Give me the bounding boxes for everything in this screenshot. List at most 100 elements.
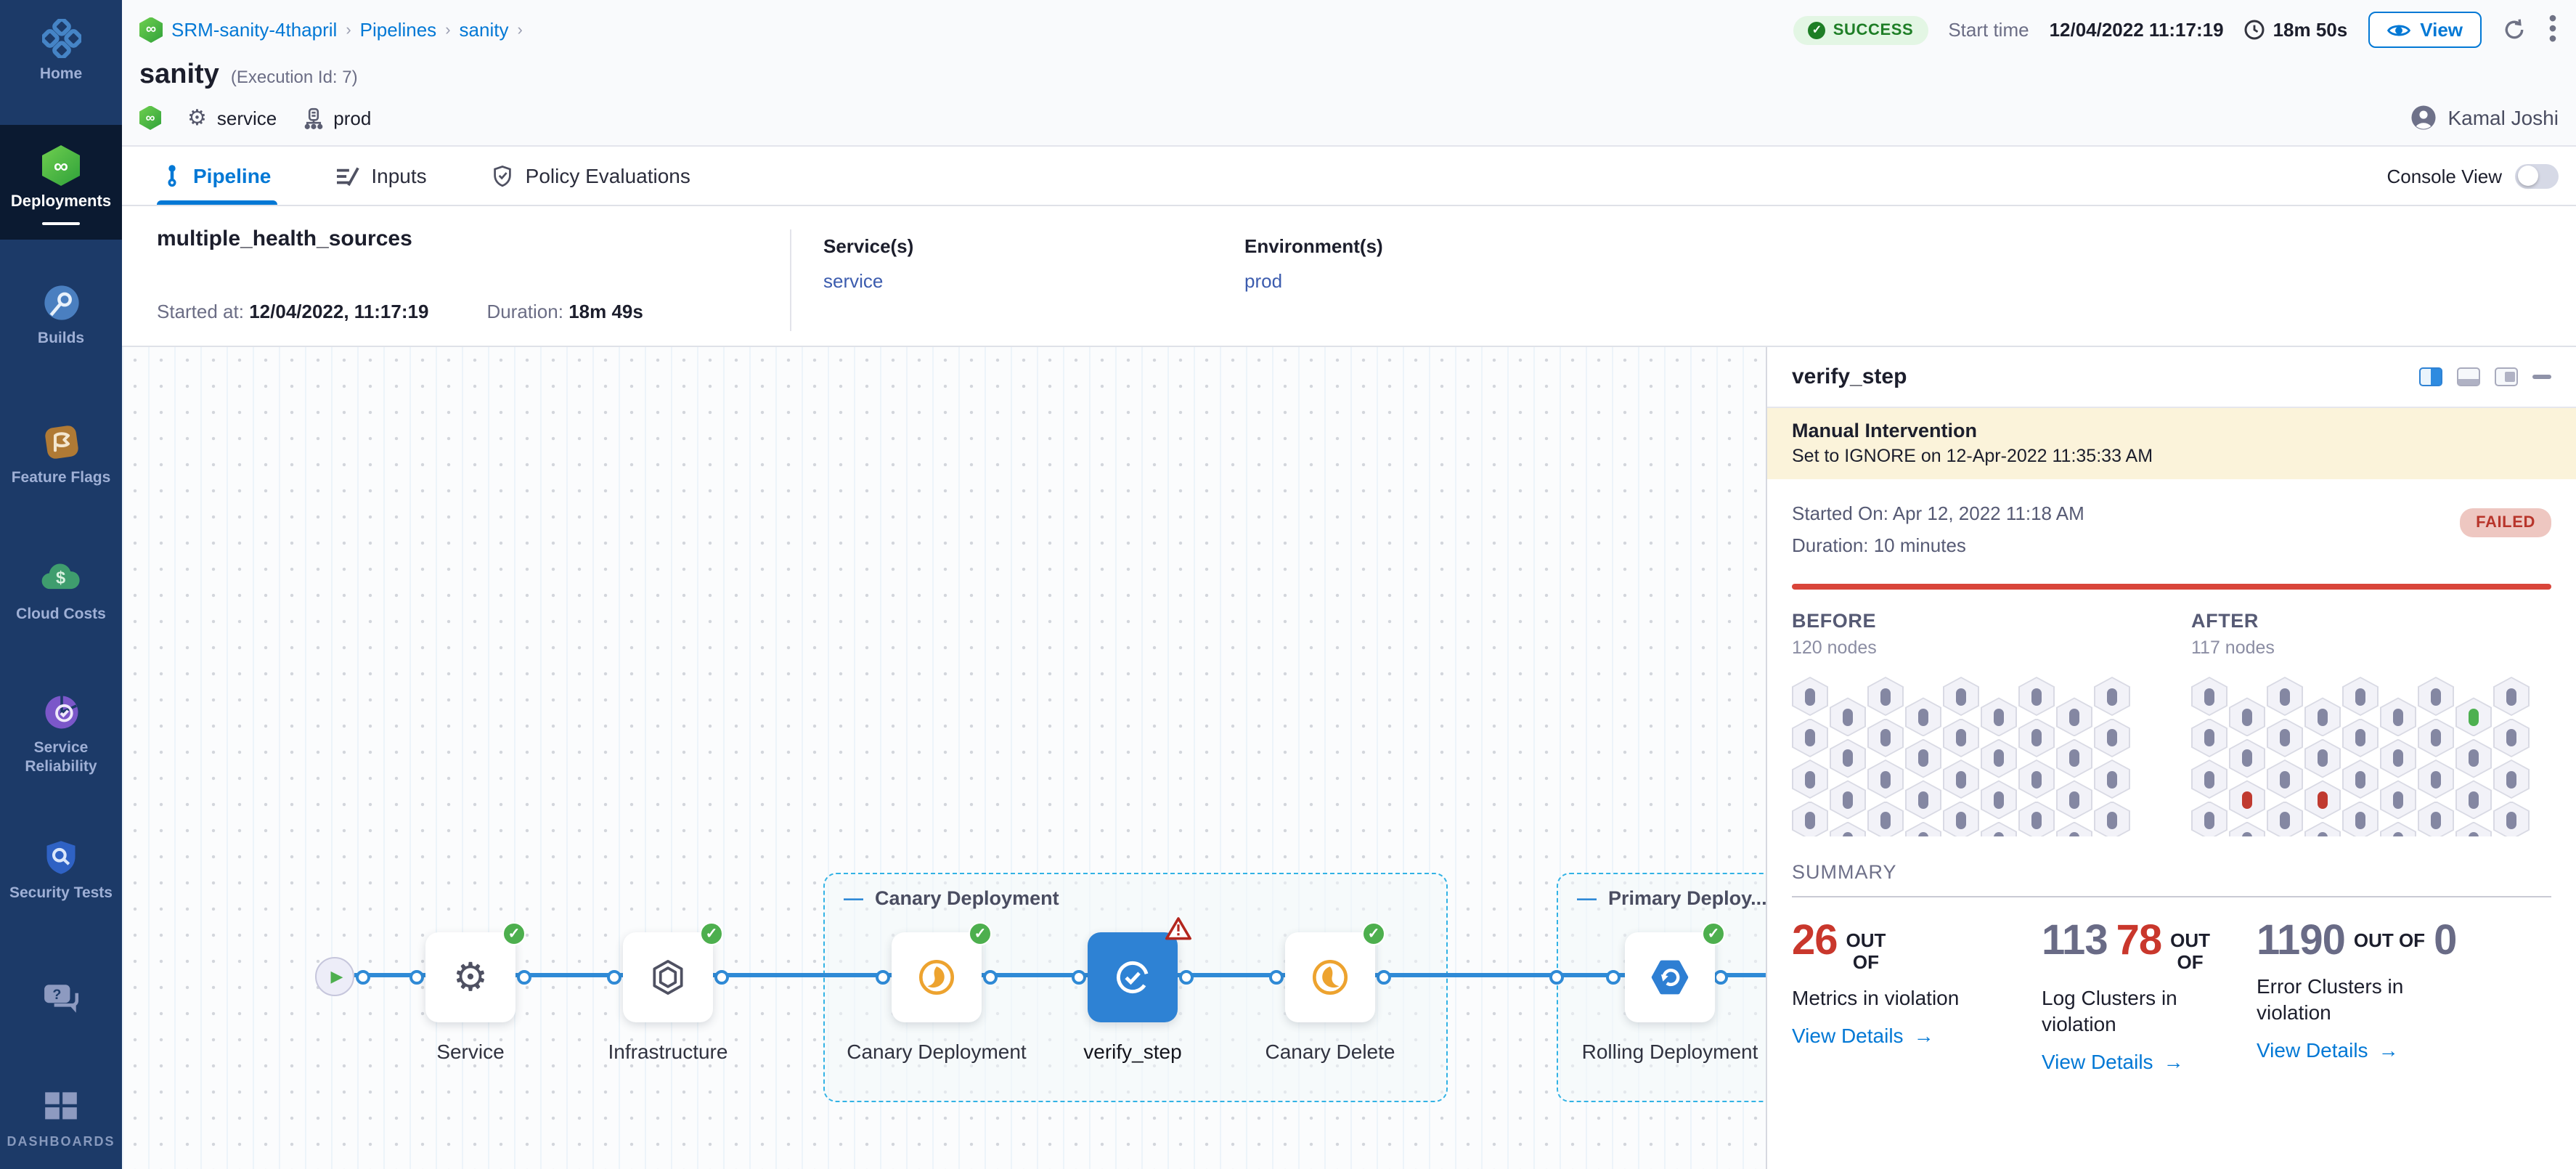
breadcrumb-pipeline[interactable]: sanity: [459, 19, 509, 41]
node-hexagon[interactable]: [2380, 780, 2416, 820]
breadcrumb-project[interactable]: SRM-sanity-4thapril: [171, 19, 338, 41]
node-hexagon[interactable]: [2267, 677, 2303, 716]
node-hexagon[interactable]: [1830, 780, 1866, 820]
node-hexagon[interactable]: [2418, 801, 2454, 836]
layout-split-right-icon[interactable]: [2419, 367, 2442, 386]
node-hexagon[interactable]: [2455, 697, 2492, 737]
tab-policy-evaluations[interactable]: Policy Evaluations: [485, 147, 696, 205]
view-details-link[interactable]: View Details→: [2257, 1038, 2399, 1062]
tab-pipeline[interactable]: Pipeline: [157, 147, 277, 205]
node-hexagon[interactable]: [2455, 821, 2492, 836]
node-hexagon[interactable]: [2229, 738, 2265, 778]
node-hexagon[interactable]: [2493, 718, 2530, 757]
user-chip[interactable]: Kamal Joshi: [2410, 105, 2559, 131]
node-hexagon[interactable]: [1943, 801, 1979, 836]
collapse-icon[interactable]: —: [1577, 887, 1597, 909]
node-hexagon[interactable]: [2418, 718, 2454, 757]
node-hexagon[interactable]: [2094, 718, 2130, 757]
environment-tag[interactable]: prod: [303, 107, 371, 129]
pipeline-node-canary-deployment[interactable]: ✓ Canary Deployment: [847, 922, 1027, 1063]
node-hexagon[interactable]: [1981, 780, 2017, 820]
tab-inputs[interactable]: Inputs: [329, 147, 432, 205]
node-hexagon[interactable]: [1981, 821, 2017, 836]
pipeline-node-canary-delete[interactable]: ✓ Canary Delete: [1265, 922, 1395, 1063]
collapse-icon[interactable]: —: [844, 887, 863, 909]
services-value[interactable]: service: [823, 270, 884, 292]
node-hexagon[interactable]: [2018, 801, 2055, 836]
node-hexagon[interactable]: [2493, 759, 2530, 799]
sidebar-item-deployments[interactable]: ∞ Deployments: [0, 125, 122, 240]
node-hexagon[interactable]: [2056, 697, 2092, 737]
layout-bottom-icon[interactable]: [2457, 367, 2480, 386]
environments-value[interactable]: prod: [1244, 270, 1283, 292]
node-hexagon[interactable]: [2056, 821, 2092, 836]
pipeline-node-service[interactable]: ⚙ ✓ Service: [425, 922, 526, 1063]
console-view-toggle[interactable]: [2515, 163, 2559, 188]
sidebar-item-dashboards[interactable]: DASHBOARDS: [0, 1086, 122, 1151]
node-hexagon[interactable]: [1905, 738, 1941, 778]
node-hexagon[interactable]: [2342, 718, 2379, 757]
node-hexagon[interactable]: [1943, 677, 1979, 716]
node-hexagon[interactable]: [2094, 677, 2130, 716]
node-hexagon[interactable]: [2229, 780, 2265, 820]
layout-floating-icon[interactable]: [2495, 367, 2518, 386]
node-hexagon[interactable]: [1830, 821, 1866, 836]
node-hexagon[interactable]: [2380, 821, 2416, 836]
node-hexagon[interactable]: [1943, 718, 1979, 757]
node-hexagon[interactable]: [2191, 718, 2227, 757]
node-hexagon[interactable]: [2455, 738, 2492, 778]
pipeline-node-verify-step[interactable]: verify_step: [1083, 917, 1191, 1063]
before-node-grid[interactable]: [1792, 677, 2143, 836]
node-hexagon[interactable]: [2267, 801, 2303, 836]
pipeline-start-node[interactable]: ▶: [315, 957, 354, 996]
node-hexagon[interactable]: [2056, 738, 2092, 778]
node-hexagon[interactable]: [2418, 677, 2454, 716]
breadcrumb-pipelines[interactable]: Pipelines: [359, 19, 437, 41]
after-node-grid[interactable]: [2191, 677, 2543, 836]
node-hexagon[interactable]: [2018, 759, 2055, 799]
node-hexagon[interactable]: [2267, 718, 2303, 757]
sidebar-item-builds[interactable]: Builds: [0, 282, 122, 349]
node-hexagon[interactable]: [2493, 801, 2530, 836]
pipeline-canvas[interactable]: — Canary Deployment — Primary Deploy... …: [122, 347, 1766, 1169]
node-hexagon[interactable]: [2094, 801, 2130, 836]
node-hexagon[interactable]: [1792, 801, 1828, 836]
sidebar-item-service-reliability[interactable]: Service Reliability: [0, 691, 122, 778]
node-hexagon[interactable]: [1981, 697, 2017, 737]
node-hexagon[interactable]: [2267, 759, 2303, 799]
sidebar-item-cloud-costs[interactable]: $ Cloud Costs: [0, 558, 122, 624]
node-hexagon[interactable]: [1867, 801, 1904, 836]
node-hexagon[interactable]: [1830, 738, 1866, 778]
node-hexagon[interactable]: [2304, 780, 2341, 820]
node-hexagon[interactable]: [1905, 697, 1941, 737]
refresh-icon[interactable]: [2502, 17, 2527, 42]
pipeline-node-infrastructure[interactable]: ✓ Infrastructure: [608, 922, 727, 1063]
node-hexagon[interactable]: [2229, 697, 2265, 737]
node-hexagon[interactable]: [1830, 697, 1866, 737]
node-hexagon[interactable]: [2493, 677, 2530, 716]
service-tag[interactable]: ⚙ service: [187, 105, 277, 130]
node-hexagon[interactable]: [2342, 759, 2379, 799]
node-hexagon[interactable]: [1792, 718, 1828, 757]
sidebar-item-help[interactable]: ?: [0, 979, 122, 1019]
node-hexagon[interactable]: [2191, 801, 2227, 836]
node-hexagon[interactable]: [2018, 718, 2055, 757]
node-hexagon[interactable]: [2455, 780, 2492, 820]
node-hexagon[interactable]: [2191, 759, 2227, 799]
sidebar-item-feature-flags[interactable]: Feature Flags: [0, 421, 122, 488]
node-hexagon[interactable]: [1867, 718, 1904, 757]
node-hexagon[interactable]: [1792, 677, 1828, 716]
node-hexagon[interactable]: [1867, 677, 1904, 716]
view-button[interactable]: View: [2368, 12, 2482, 48]
more-options-icon[interactable]: •••: [2548, 7, 2557, 53]
node-hexagon[interactable]: [2056, 780, 2092, 820]
node-hexagon[interactable]: [1981, 738, 2017, 778]
node-hexagon[interactable]: [2380, 697, 2416, 737]
node-hexagon[interactable]: [2191, 677, 2227, 716]
node-hexagon[interactable]: [2229, 821, 2265, 836]
node-hexagon[interactable]: [2304, 738, 2341, 778]
node-hexagon[interactable]: [1943, 759, 1979, 799]
node-hexagon[interactable]: [2018, 677, 2055, 716]
node-hexagon[interactable]: [2304, 821, 2341, 836]
sidebar-item-security-tests[interactable]: Security Tests: [0, 836, 122, 903]
